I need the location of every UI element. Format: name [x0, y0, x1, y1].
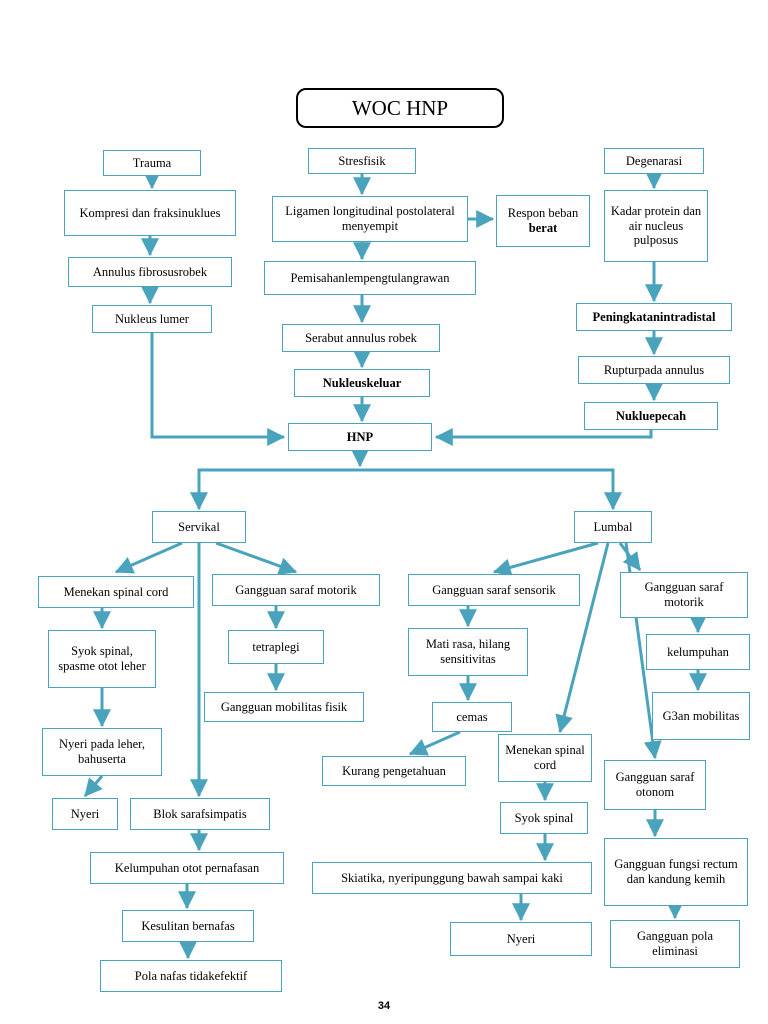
node-nukluepecah: Nukluepecah — [584, 402, 718, 430]
node-nukleuskeluar: Nukleuskeluar — [294, 369, 430, 397]
node-menekan-spinal-cord: Menekan spinal cord — [38, 576, 194, 608]
node-skiatika: Skiatika, nyeripunggung bawah sampai kak… — [312, 862, 592, 894]
node-stresfisik: Stresfisik — [308, 148, 416, 174]
node-degenarasi: Degenarasi — [604, 148, 704, 174]
node-gangguan-saraf-otonom: Gangguan saraf otonom — [604, 760, 706, 810]
node-kelumpuhan: kelumpuhan — [646, 634, 750, 670]
node-g3an-mobilitas: G3an mobilitas — [652, 692, 750, 740]
node-cemas: cemas — [432, 702, 512, 732]
node-servikal: Servikal — [152, 511, 246, 543]
page-number: 34 — [377, 1000, 391, 1012]
node-menekan-spinal-cord-2: Menekan spinal cord — [498, 734, 592, 782]
node-pemisahan: Pemisahanlempengtulangrawan — [264, 261, 476, 295]
node-gangguan-saraf-sensorik: Gangguan saraf sensorik — [408, 574, 580, 606]
node-kompresi: Kompresi dan fraksinuklues — [64, 190, 236, 236]
node-blok-saraf: Blok sarafsimpatis — [130, 798, 270, 830]
node-kurang-pengetahuan: Kurang pengetahuan — [322, 756, 466, 786]
node-hnp: HNP — [288, 423, 432, 451]
node-nyeri-1: Nyeri — [52, 798, 118, 830]
node-gangguan-mobilitas-fisik: Gangguan mobilitas fisik — [204, 692, 364, 722]
node-kesulitan-bernafas: Kesulitan bernafas — [122, 910, 254, 942]
node-nukleus-lumer: Nukleus lumer — [92, 305, 212, 333]
node-respon: Respon beban berat — [496, 195, 590, 247]
node-gangguan-saraf-motorik-2: Gangguan saraf motorik — [620, 572, 748, 618]
node-syok-spinal-2: Syok spinal — [500, 802, 588, 834]
node-lumbal: Lumbal — [574, 511, 652, 543]
node-gangguan-saraf-motorik-1: Gangguan saraf motorik — [212, 574, 380, 606]
node-mati-rasa: Mati rasa, hilang sensitivitas — [408, 628, 528, 676]
node-pola-nafas: Pola nafas tidakefektif — [100, 960, 282, 992]
node-kadar: Kadar protein dan air nucleus pulposus — [604, 190, 708, 262]
node-nyeri-2: Nyeri — [450, 922, 592, 956]
node-ligamen: Ligamen longitudinal postolateral menyem… — [272, 196, 468, 242]
node-ruptur: Rupturpada annulus — [578, 356, 730, 384]
respon-text: Respon beban berat — [507, 206, 579, 235]
node-gangguan-pola-eliminasi: Gangguan pola eliminasi — [610, 920, 740, 968]
node-peningkatan: Peningkatanintradistal — [576, 303, 732, 331]
node-serabut: Serabut annulus robek — [282, 324, 440, 352]
node-kelumpuhan-otot: Kelumpuhan otot pernafasan — [90, 852, 284, 884]
node-gangguan-fungsi-rectum: Gangguan fungsi rectum dan kandung kemih — [604, 838, 748, 906]
node-trauma: Trauma — [103, 150, 201, 176]
diagram-title: WOC HNP — [296, 88, 504, 128]
node-syok-spinal: Syok spinal, spasme otot leher — [48, 630, 156, 688]
node-nyeri-leher: Nyeri pada leher, bahuserta — [42, 728, 162, 776]
node-annulus-fibrosus: Annulus fibrosusrobek — [68, 257, 232, 287]
node-tetraplegi: tetraplegi — [228, 630, 324, 664]
